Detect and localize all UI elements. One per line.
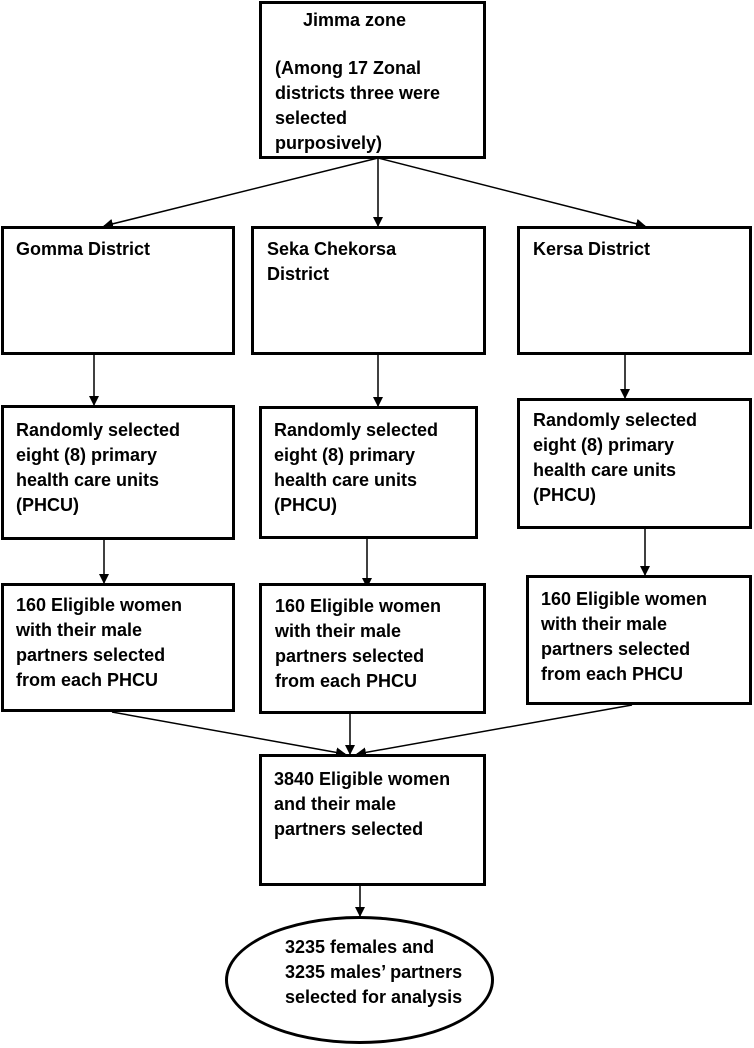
phcu-box-3 — [517, 398, 752, 529]
phcu-1-line-2: eight (8) primary — [16, 445, 158, 465]
district-label-gomma: Gomma District — [16, 239, 151, 259]
total-line-2: and their male — [274, 794, 397, 814]
phcu-3-line-1: Randomly selected — [533, 410, 698, 430]
district-box-gomma — [1, 226, 235, 355]
zone-desc-line-4: purposively) — [275, 133, 383, 153]
zone-desc-line-1: (Among 17 Zonal — [275, 58, 422, 78]
eligible-3-line-2: with their male — [541, 614, 668, 634]
eligible-3-line-3: partners selected — [541, 639, 691, 659]
eligible-2-line-3: partners selected — [275, 646, 425, 666]
total-box — [259, 754, 486, 886]
phcu-2-line-1: Randomly selected — [274, 420, 439, 440]
arrow-zone-to-gomma — [103, 157, 379, 229]
final-line-3: selected for analysis — [285, 987, 463, 1007]
eligible-2-line-2: with their male — [275, 621, 402, 641]
zone-title: Jimma zone — [303, 10, 407, 30]
zone-box — [259, 1, 486, 159]
eligible-3-line-1: 160 Eligible women — [541, 589, 708, 609]
phcu-1-line-1: Randomly selected — [16, 420, 181, 440]
phcu-2-line-2: eight (8) primary — [274, 445, 416, 465]
eligible-1-line-3: partners selected — [16, 645, 166, 665]
phcu-2-line-3: health care units — [274, 470, 418, 490]
phcu-3-line-4: (PHCU) — [533, 485, 596, 505]
district-label-seka-line-2: District — [267, 264, 330, 284]
eligible-box-1 — [1, 583, 235, 712]
eligible-1-line-1: 160 Eligible women — [16, 595, 183, 615]
total-line-3: partners selected — [274, 819, 424, 839]
eligible-2-line-4: from each PHCU — [275, 671, 418, 691]
arrow-zone-to-kersa — [377, 157, 646, 229]
phcu-1-line-4: (PHCU) — [16, 495, 79, 515]
eligible-box-2 — [259, 583, 486, 714]
zone-desc-line-2: districts three were — [275, 83, 441, 103]
phcu-box-1 — [1, 405, 235, 540]
phcu-2-line-4: (PHCU) — [274, 495, 337, 515]
arrow-eligible-1-to-total — [111, 711, 346, 758]
zone-desc-line-3: selected — [275, 108, 348, 128]
district-label-kersa: Kersa District — [533, 239, 651, 259]
phcu-3-line-2: eight (8) primary — [533, 435, 675, 455]
final-line-2: 3235 males’ partners — [285, 962, 463, 982]
eligible-3-line-4: from each PHCU — [541, 664, 684, 684]
final-line-1: 3235 females and — [285, 937, 435, 957]
eligible-box-3 — [526, 575, 752, 705]
eligible-1-line-2: with their male — [16, 620, 143, 640]
eligible-2-line-1: 160 Eligible women — [275, 596, 442, 616]
phcu-box-2 — [259, 406, 478, 539]
final-ellipse — [225, 916, 494, 1044]
district-box-seka — [251, 226, 486, 355]
arrow-eligible-3-to-total — [356, 704, 633, 758]
district-box-kersa — [517, 226, 752, 355]
total-line-1: 3840 Eligible women — [274, 769, 451, 789]
district-label-seka-line-1: Seka Chekorsa — [267, 239, 397, 259]
phcu-3-line-3: health care units — [533, 460, 677, 480]
phcu-1-line-3: health care units — [16, 470, 160, 490]
eligible-1-line-4: from each PHCU — [16, 670, 159, 690]
